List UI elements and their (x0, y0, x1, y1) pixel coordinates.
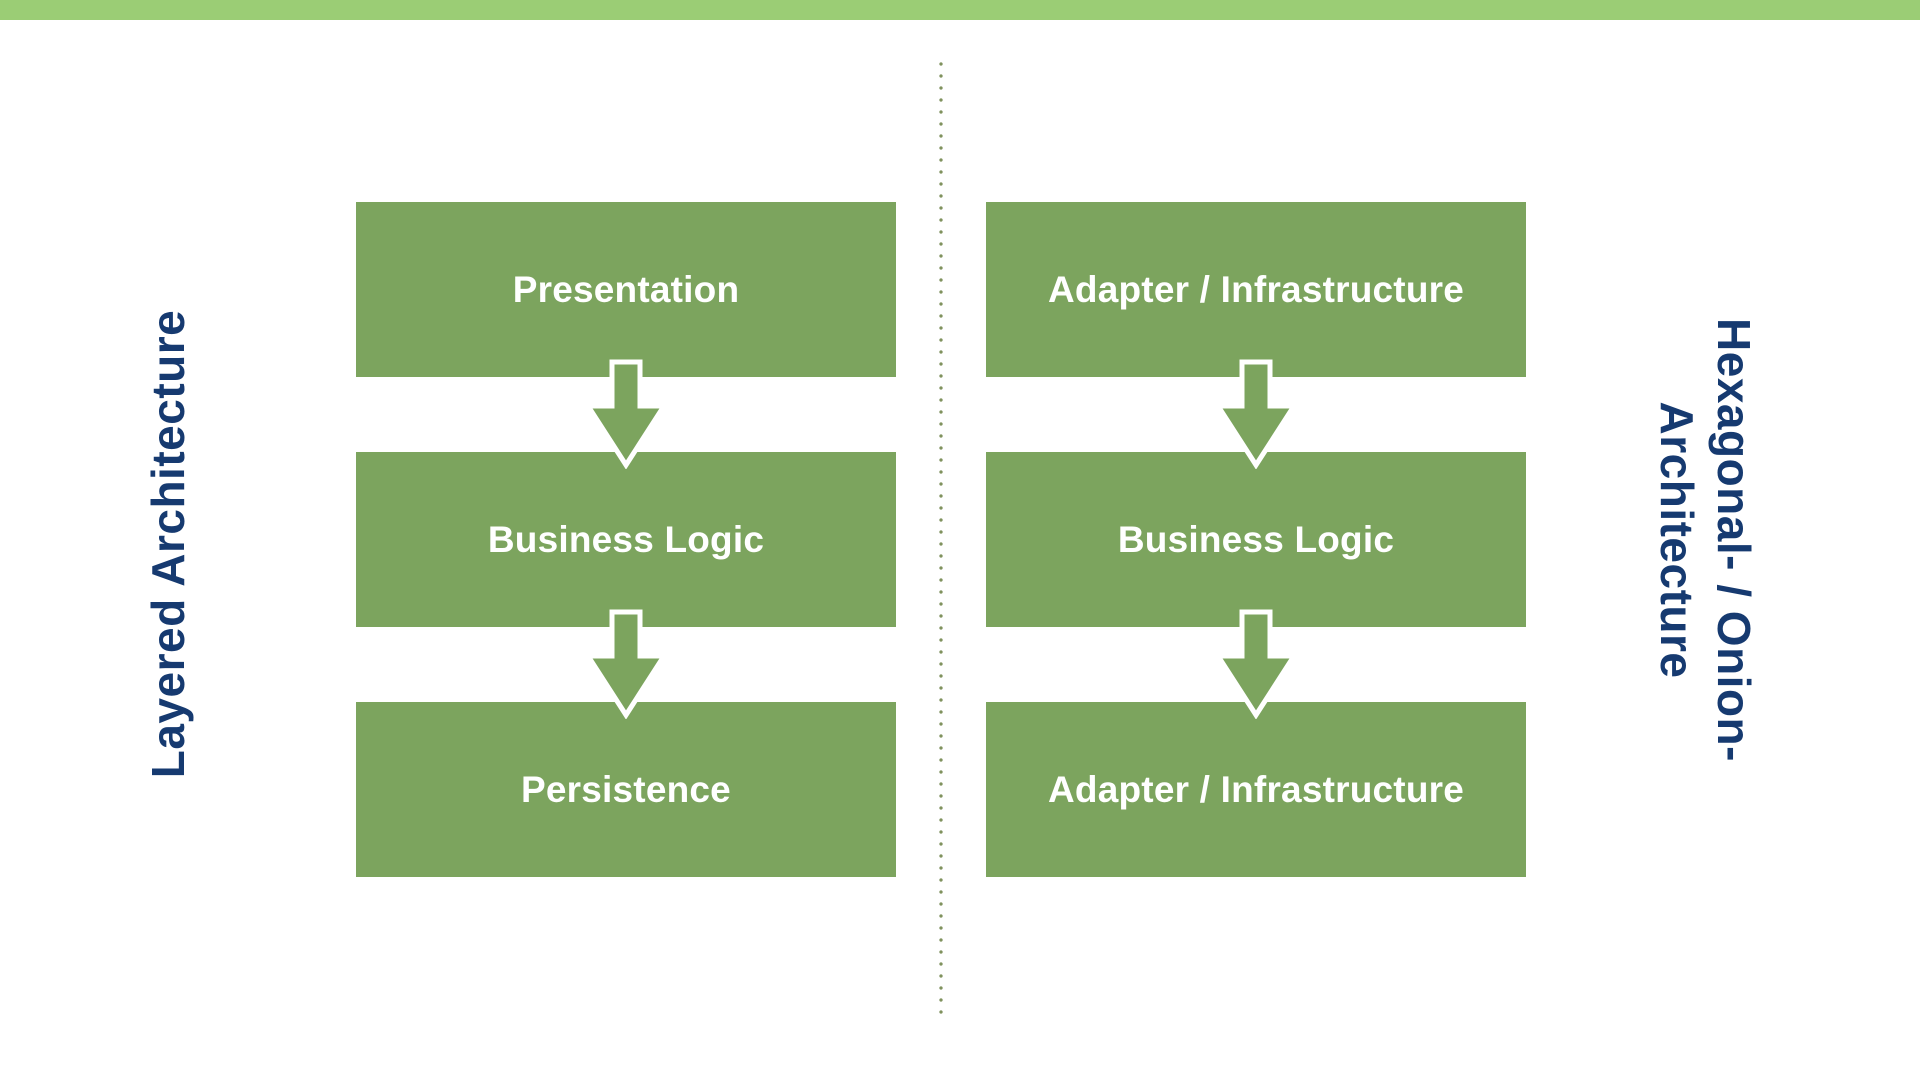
layer-box-business-logic-left: Business Logic (356, 452, 896, 627)
layer-box-label: Business Logic (1117, 518, 1395, 560)
left-diagram-title: Layered Architecture (140, 194, 220, 894)
left-diagram-title-text: Layered Architecture (142, 309, 194, 779)
layer-box-adapter-infrastructure-bottom: Adapter / Infrastructure (986, 702, 1526, 877)
dotted-divider-line (939, 58, 943, 1022)
right-diagram-title-line2: Architecture (1651, 401, 1703, 679)
layer-box-business-logic-right: Business Logic (986, 452, 1526, 627)
layer-box-label: Adapter / Infrastructure (1048, 768, 1464, 810)
down-arrow-icon (1213, 359, 1299, 469)
down-arrow-icon (1213, 609, 1299, 719)
layer-box-presentation: Presentation (356, 202, 896, 377)
down-arrow-icon (583, 359, 669, 469)
down-arrow-icon (583, 609, 669, 719)
layer-box-adapter-infrastructure-top: Adapter / Infrastructure (986, 202, 1526, 377)
layer-box-label: Business Logic (487, 518, 765, 560)
right-diagram-title: Hexagonal- / Onion- Architecture (1648, 190, 1762, 890)
layer-box-label: Presentation (512, 268, 740, 310)
right-diagram-title-line1: Hexagonal- / Onion- (1708, 318, 1760, 762)
top-accent-bar (0, 0, 1920, 20)
layer-box-label: Adapter / Infrastructure (1048, 268, 1464, 310)
layer-box-label: Persistence (521, 768, 731, 810)
layer-box-persistence: Persistence (356, 702, 896, 877)
